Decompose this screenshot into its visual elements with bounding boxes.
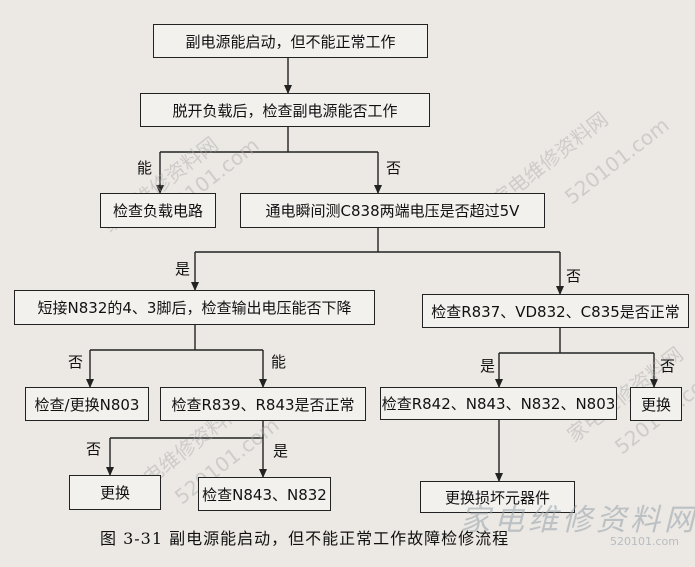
edge-label-yes-2: 是 bbox=[480, 357, 496, 375]
node-replace-right: 更换 bbox=[630, 387, 682, 421]
node-check-r839-r843: 检查R839、R843是否正常 bbox=[160, 387, 366, 421]
node-check-r842-n843-n832-n803: 检查R842、N843、N832、N803 bbox=[380, 387, 617, 420]
node-short-n832-check-output: 短接N832的4、3脚后，检查输出电压能否下降 bbox=[14, 290, 375, 325]
node-check-r837-vd832-c835: 检查R837、VD832、C835是否正常 bbox=[422, 294, 689, 328]
node-replace-left: 更换 bbox=[69, 475, 161, 510]
node-replace-damaged-components: 更换损坏元器件 bbox=[420, 481, 575, 513]
node-check-replace-n803: 检查/更换N803 bbox=[25, 387, 149, 421]
node-check-n843-n832: 检查N843、N832 bbox=[198, 477, 331, 511]
figure-caption: 图 3-31 副电源能启动，但不能正常工作故障检修流程 bbox=[100, 529, 510, 548]
node-check-sub-power-unloaded: 脱开负载后，检查副电源能否工作 bbox=[140, 93, 430, 127]
edge-label-can-2: 能 bbox=[271, 353, 287, 371]
site-logo-watermark: 家电维修资料网 bbox=[460, 503, 695, 538]
edge-label-yes-1: 是 bbox=[175, 260, 191, 278]
edge-label-no-1: 否 bbox=[386, 159, 402, 177]
edge-label-no-5: 否 bbox=[86, 440, 102, 458]
node-measure-c838-voltage: 通电瞬间测C838两端电压是否超过5V bbox=[240, 193, 545, 228]
edge-label-no-2: 否 bbox=[566, 267, 582, 285]
edge-label-no-4: 否 bbox=[660, 357, 676, 375]
edge-label-no-3: 否 bbox=[68, 353, 84, 371]
node-sub-power-starts-not-working: 副电源能启动，但不能正常工作 bbox=[153, 24, 428, 58]
edge-label-can-1: 能 bbox=[137, 159, 153, 177]
site-url-watermark: 520101.com bbox=[610, 535, 679, 548]
edge-label-yes-3: 是 bbox=[273, 442, 289, 460]
node-check-load-circuit: 检查负载电路 bbox=[100, 193, 216, 228]
